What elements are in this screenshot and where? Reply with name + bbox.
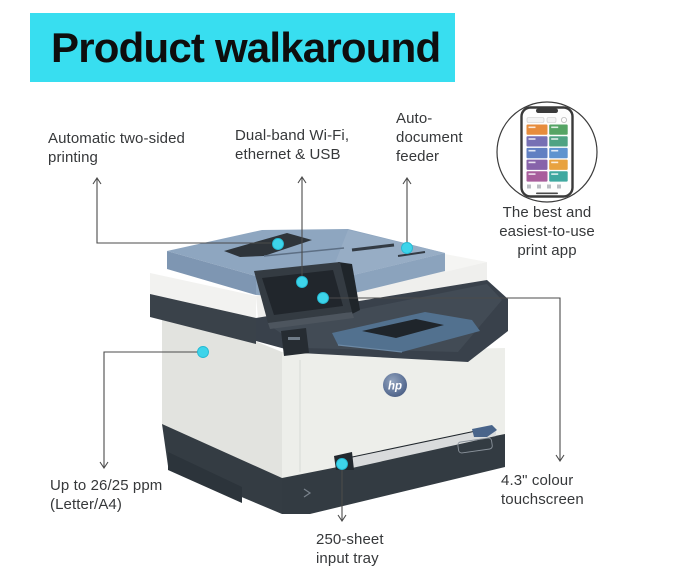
callout-label-touchscreen: 4.3" colour touchscreen <box>501 472 584 508</box>
input-tray-handle <box>338 428 496 468</box>
hp-logo <box>383 373 407 397</box>
phone-ui-pill-1 <box>526 117 545 123</box>
phone-bottom-icons <box>527 184 561 189</box>
arrow-down-touchscreen <box>555 454 565 462</box>
adf-feed-slot <box>224 233 312 257</box>
feature-dots <box>197 238 413 470</box>
lid-handle-mark <box>351 243 395 252</box>
arrow-down-input-tray <box>337 514 347 522</box>
lid-handle-mark-2 <box>397 251 426 257</box>
adf-paper-guide-line <box>263 247 345 257</box>
feature-dot-touchscreen <box>317 292 329 304</box>
callout-label-input-tray: 250-sheet input tray <box>316 531 384 567</box>
feature-dot-wifi <box>296 276 308 288</box>
printer-base-foot <box>168 452 242 503</box>
page-title: Product walkaround <box>51 23 441 71</box>
leader-line-duplex <box>96 179 271 244</box>
printer-base-left <box>162 424 282 514</box>
phone-ui-avatar <box>561 117 568 124</box>
scanner-dark-band-left <box>150 294 256 344</box>
leader-lines <box>92 176 565 522</box>
feature-dot-ppm <box>197 346 209 358</box>
scanner-white-corner <box>445 254 487 272</box>
phone-ui-pill-2 <box>546 117 557 123</box>
printer-illustration: hp <box>150 229 508 514</box>
feature-dot-duplex <box>272 238 284 250</box>
phone-home-indicator <box>536 192 558 195</box>
adf-lid-front-left <box>167 251 256 295</box>
callout-label-ppm: Up to 26/25 ppm (Letter/A4) <box>50 477 163 513</box>
callout-label-adf: Auto- document feeder <box>396 110 463 165</box>
arrow-up-duplex <box>92 177 102 185</box>
print-app-badge <box>496 101 598 203</box>
leader-line-touchscreen <box>329 297 561 461</box>
adf-lid-top-sheen <box>328 230 445 281</box>
arrow-up-adf <box>402 177 412 185</box>
scanner-white-band-left <box>150 273 256 318</box>
tray-chevron-mark <box>303 488 312 498</box>
product-name-badge <box>457 437 493 454</box>
phone-notch <box>536 108 558 113</box>
handle-blue-accent <box>472 425 497 437</box>
arrow-down-ppm <box>99 461 109 469</box>
callout-label-app: The best and easiest-to-use print app <box>499 204 595 259</box>
control-panel-hinge <box>338 262 360 316</box>
leader-line-ppm <box>103 351 198 468</box>
callout-label-wifi: Dual-band Wi-Fi, ethernet & USB <box>235 127 350 163</box>
title-banner: Product walkaround <box>30 13 455 82</box>
arrow-up-wifi <box>297 176 307 184</box>
output-lip-highlight <box>337 344 403 353</box>
hp-logo-text: hp <box>388 381 402 393</box>
usb-port <box>288 337 300 340</box>
callout-label-duplex: Automatic two-sided printing <box>48 130 185 166</box>
handle-top-edge <box>337 427 491 461</box>
feature-dot-input-tray <box>336 458 348 470</box>
usb-port-block <box>281 328 309 356</box>
app-tiles <box>526 124 568 182</box>
printer-base-front <box>282 434 505 514</box>
feature-dot-adf <box>401 242 413 254</box>
control-panel-edge <box>268 312 354 329</box>
printer-body-left-face <box>162 303 282 480</box>
output-slot <box>362 319 444 338</box>
